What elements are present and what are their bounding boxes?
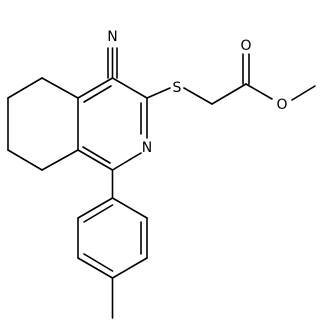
bond-c4a-c4: [77, 77, 114, 99]
bond-c1-c8a: [77, 149, 114, 171]
bond-o-methyl: [291, 85, 316, 101]
nitrile-nitrogen-label: N: [107, 29, 117, 45]
bond-ch2-carbonyl: [211, 83, 247, 105]
bond-c4a-c5: [41, 77, 79, 99]
bond-c4a-c4-double: [83, 85, 112, 103]
bond-n2-c1: [111, 152, 142, 171]
aryl-bond-4: [77, 257, 114, 279]
aryl-bond-4-double: [83, 253, 114, 272]
aryl-bond-1: [111, 197, 148, 219]
ring-nitrogen-label: N: [142, 140, 152, 156]
bond-c7-c8: [7, 149, 43, 171]
sulfur-label: S: [173, 80, 182, 96]
ester-oxygen-label: O: [276, 97, 287, 113]
bond-c8-c8a: [41, 149, 79, 171]
aryl-bond-6-double: [83, 204, 114, 223]
aryl-bond-6: [77, 197, 114, 219]
aryl-bond-3: [111, 257, 148, 279]
bond-c-o-ester: [245, 83, 273, 100]
bond-s-ch2: [183, 87, 213, 105]
carbonyl-oxygen-label: O: [240, 38, 251, 54]
bond-c1-c8a-double: [82, 146, 111, 164]
bond-c3-s: [146, 87, 171, 99]
bond-c4-c3: [111, 77, 148, 99]
bond-c5-c6: [7, 77, 43, 99]
